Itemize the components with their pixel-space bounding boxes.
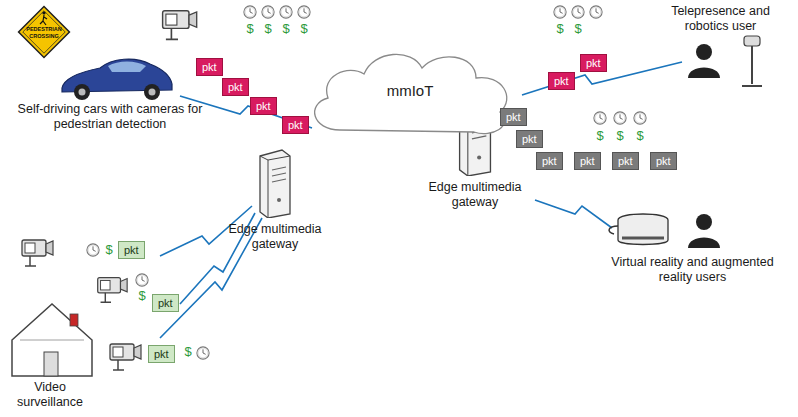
packet-label: pkt [202, 61, 217, 73]
packet-label: pkt [124, 244, 139, 256]
caption-label: Self-driving cars with cameras for pedes… [15, 102, 205, 132]
caption-label: Edge multimedia gateway [420, 180, 530, 210]
caption-label: Video surveillance [5, 380, 95, 410]
packet-box: pkt [282, 116, 309, 134]
packet-box: pkt [196, 58, 223, 76]
packet-box: pkt [118, 241, 145, 259]
cost-symbol: $ [554, 21, 566, 36]
caption-label: Telepresence and robotics user [648, 4, 793, 34]
cost-symbol: $ [614, 128, 626, 143]
cost-symbol: $ [594, 128, 606, 143]
caption-label: Virtual reality and augmented reality us… [595, 255, 790, 285]
packet-label: pkt [228, 81, 243, 93]
packet-box: pkt [650, 152, 677, 170]
packet-label: pkt [656, 155, 671, 167]
packet-label: pkt [522, 133, 537, 145]
packet-label: pkt [154, 348, 169, 360]
packet-box: pkt [148, 345, 175, 363]
packet-box: pkt [574, 152, 601, 170]
sign-text: PEDESTRIAN CROSSING [24, 26, 64, 39]
packet-box: pkt [536, 152, 563, 170]
cost-symbol: $ [262, 21, 274, 36]
cost-symbol: $ [103, 242, 115, 257]
packet-box: pkt [250, 97, 277, 115]
cost-symbol: $ [634, 128, 646, 143]
packet-box: pkt [580, 54, 607, 72]
packet-box: pkt [548, 72, 575, 90]
packet-label: pkt [542, 155, 557, 167]
packet-box: pkt [516, 130, 543, 148]
packet-label: pkt [158, 297, 173, 309]
cloud-node: mmIoT [300, 40, 520, 140]
packet-label: pkt [554, 75, 569, 87]
packet-label: pkt [288, 119, 303, 131]
cost-symbol: $ [572, 21, 584, 36]
packet-label: pkt [506, 111, 521, 123]
cost-symbol: $ [298, 21, 310, 36]
packet-box: pkt [152, 294, 179, 312]
packet-box: pkt [612, 152, 639, 170]
cost-symbol: $ [280, 21, 292, 36]
packet-label: pkt [580, 155, 595, 167]
packet-label: pkt [586, 57, 601, 69]
caption-label: Edge multimedia gateway [220, 222, 330, 252]
packet-box: pkt [500, 108, 527, 126]
cost-symbol: $ [182, 344, 194, 359]
packet-box: pkt [222, 78, 249, 96]
cloud-label: mmIoT [387, 82, 434, 99]
cost-symbol: $ [136, 288, 148, 303]
packet-label: pkt [256, 100, 271, 112]
cost-symbol: $ [244, 21, 256, 36]
packet-label: pkt [618, 155, 633, 167]
